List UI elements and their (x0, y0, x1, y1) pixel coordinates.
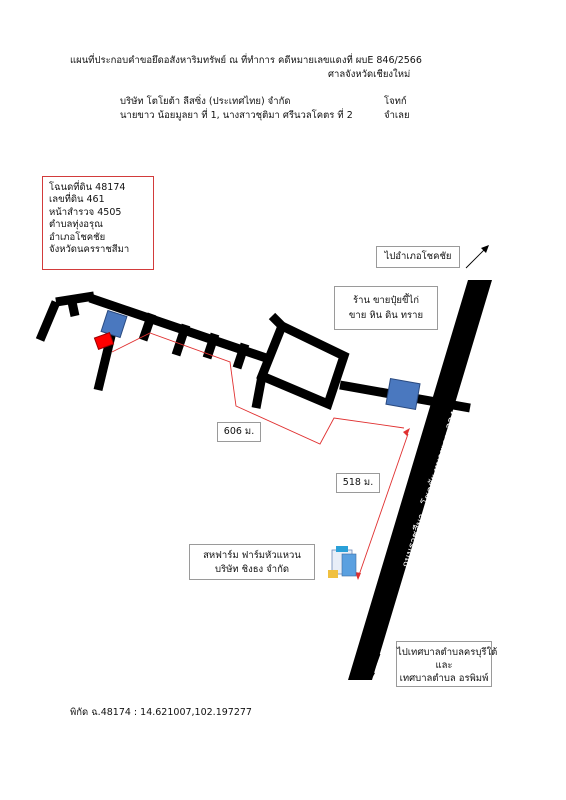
route-line-highway (357, 433, 409, 579)
road-stub-left-3 (67, 301, 80, 317)
distance-606-label: 606 ม. (223, 426, 255, 437)
plaintiff-name: บริษัท โตโยต้า ลีสซิ่ง (ประเทศไทย) จำกัด (120, 96, 291, 107)
land-number: เลขที่ดิน 461 (49, 194, 105, 206)
highway-224 (348, 280, 492, 680)
arrow-to-municipal (368, 653, 381, 680)
road-square-stub-bottom (251, 375, 267, 409)
subdistrict: ตำบลทุ่งอรุณ (49, 219, 103, 231)
defendants-role: จำเลย (384, 110, 410, 121)
road-stub-left-1 (35, 300, 61, 342)
road-square-stub-top (268, 312, 286, 330)
subject-parcel (93, 331, 115, 351)
distance-518-box: 518 ม. (336, 473, 380, 493)
court-name: ศาลจังหวัดเชียงใหม่ (328, 69, 411, 80)
shop-building (385, 378, 421, 410)
direction-chokchai-box: ไปอำเภอโชคชัย (376, 246, 460, 268)
road-branch-4 (232, 342, 250, 370)
survey-page: หน้าสำรวจ 4505 (49, 206, 122, 218)
road-branch-2 (171, 323, 191, 357)
route-line (111, 332, 405, 445)
direction-municipal-line-2: และ (435, 660, 453, 671)
deed-number: โฉนดที่ดิน 48174 (49, 182, 126, 193)
road-stub-left-2 (55, 291, 95, 307)
direction-municipal-line-3: เทศบาลตำบล อรพิมพ์ (399, 673, 489, 684)
farm-building-icon (328, 546, 357, 578)
coordinates-text: พิกัด ฉ.48174 : 14.621007,102.197277 (70, 707, 252, 718)
farm-landmark-box: สหฟาร์ม ฟาร์มหัวแหวน บริษัท ชิงธง จำกัด (189, 544, 315, 580)
direction-municipal-box: ไปเทศบาลตำบลครบุรีใต้ และ เทศบาลตำบล อรพ… (396, 641, 498, 687)
shop-line-2: ขาย หิน ดิน ทราย (348, 310, 424, 321)
plaintiff-role: โจทก์ (384, 96, 407, 107)
header-title: แผนที่ประกอบคำขอยึดอสังหาริมทรัพย์ ณ ที่… (70, 55, 422, 66)
route-arrowhead-top (403, 428, 410, 436)
arrow-to-chokchai (465, 245, 489, 269)
province: จังหวัดนครราชสีมา (49, 244, 130, 256)
road-square (256, 319, 350, 411)
route-arrowhead-bottom (355, 572, 361, 580)
direction-chokchai-label: ไปอำเภอโชคชัย (384, 251, 452, 262)
distance-518-label: 518 ม. (342, 477, 374, 488)
shop-line-1: ร้าน ขายปุ๋ยขี้ไก่ (353, 295, 419, 306)
district: อำเภอโชคชัย (49, 231, 106, 243)
farm-line-1: สหฟาร์ม ฟาร์มหัวแหวน (203, 550, 301, 561)
shop-landmark-box: ร้าน ขายปุ๋ยขี้ไก่ ขาย หิน ดิน ทราย (334, 286, 438, 330)
direction-municipal-line-1: ไปเทศบาลตำบลครบุรีใต้ (397, 647, 498, 658)
parcel-building (100, 309, 128, 339)
farm-line-2: บริษัท ชิงธง จำกัด (214, 564, 290, 575)
defendants-names: นายขาว น้อยมูลยา ที่ 1, นางสาวชุติมา ศรี… (120, 110, 353, 121)
deed-info-box: โฉนดที่ดิน 48174 เลขที่ดิน 461 หน้าสำรวจ… (42, 176, 154, 270)
distance-606-box: 606 ม. (217, 422, 261, 442)
